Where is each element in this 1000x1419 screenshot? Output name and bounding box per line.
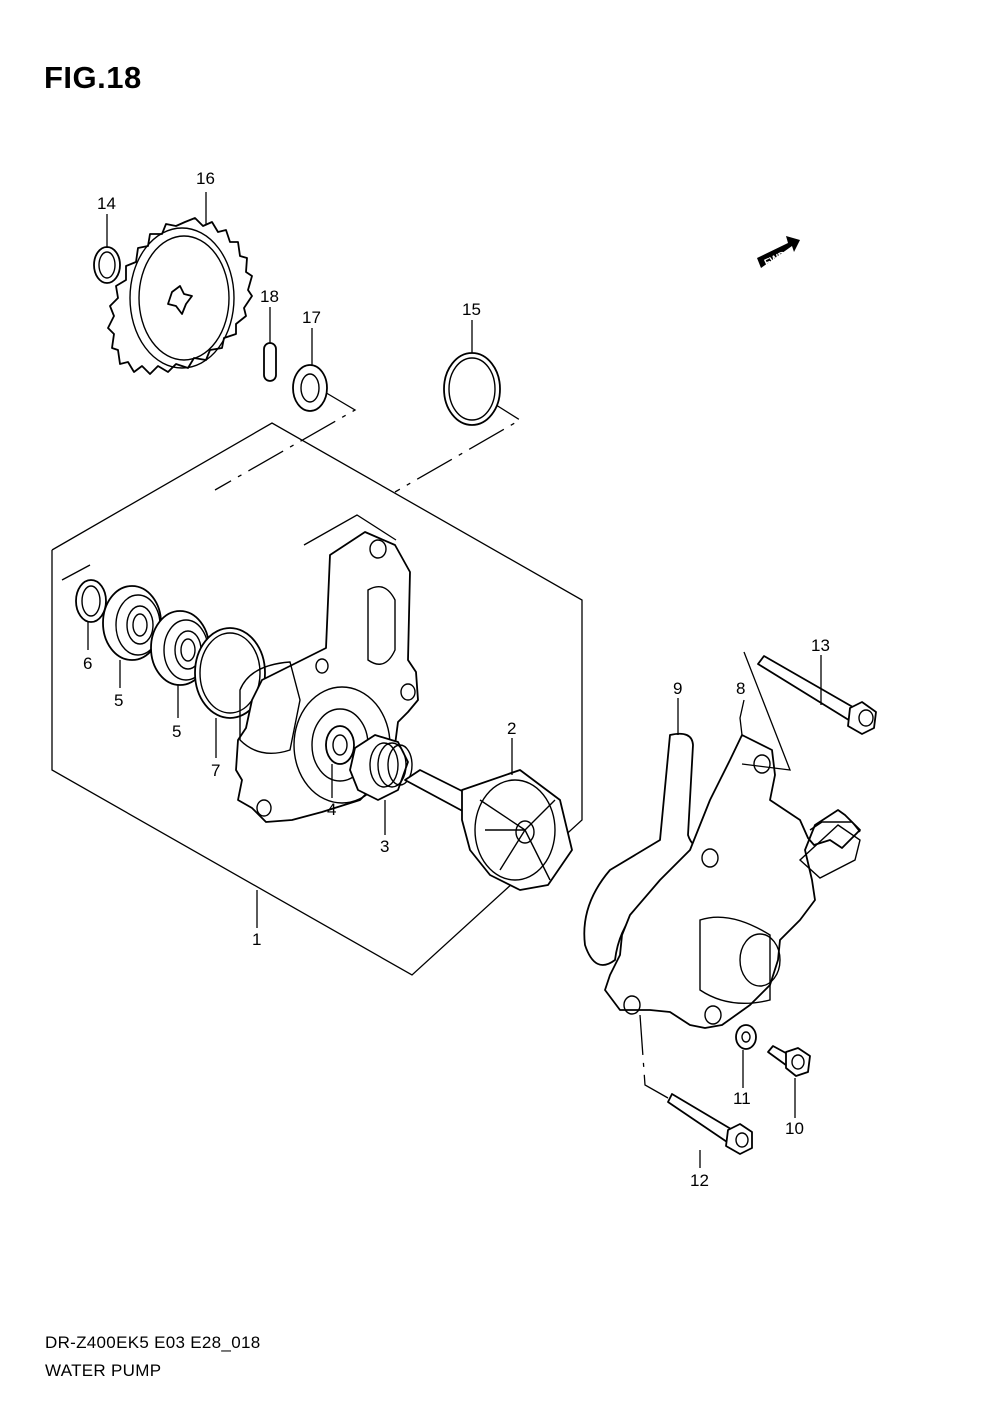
callout-10: 10 — [785, 1119, 804, 1138]
callout-leaders — [87, 192, 822, 1168]
assembly-1-bracket — [303, 514, 397, 546]
pin-18 — [263, 342, 277, 382]
callout-18: 18 — [260, 287, 279, 306]
callout-15: 14 — [97, 194, 116, 213]
callout-5b: 5 — [172, 722, 181, 741]
callout-5a: 5 — [114, 691, 123, 710]
seal-4 — [325, 725, 355, 765]
callout-7: 7 — [211, 761, 220, 780]
fwd-label: FWD — [763, 250, 788, 270]
callout-12: 12 — [690, 1171, 709, 1190]
callout-17: 17 — [302, 308, 321, 327]
assembly-1-frame — [51, 422, 583, 976]
callout-2: 2 — [507, 719, 516, 738]
callout-4: 4 — [327, 800, 336, 819]
leader-12 — [639, 1014, 669, 1099]
o-ring-7 — [194, 627, 266, 719]
diagram-code: DR-Z400EK5 E03 E28_018 — [45, 1333, 261, 1352]
seal-3 — [349, 734, 413, 801]
fwd-arrow-icon: FWD — [757, 236, 800, 269]
callout-13: 13 — [811, 636, 830, 655]
callout-8: 8 — [736, 679, 745, 698]
pump-cover-8 — [604, 734, 861, 1029]
camshaft-gear — [107, 217, 253, 375]
bolt-13 — [757, 655, 877, 735]
leader-13 — [741, 651, 792, 771]
callout-11: 11 — [733, 1089, 751, 1108]
callout-16: 16 — [196, 169, 215, 188]
circlip-15 — [93, 246, 121, 284]
callout-3: 3 — [380, 837, 389, 856]
o-ring-14 — [443, 352, 501, 426]
leader-8 — [739, 699, 745, 736]
callout-1: 1 — [252, 930, 261, 949]
callout-14: 15 — [462, 300, 481, 319]
figure-title: FIG.18 — [44, 60, 142, 95]
circlip-6 — [75, 579, 107, 623]
bolt-12 — [667, 1093, 753, 1155]
bolt-10 — [767, 1045, 811, 1077]
washer-11 — [735, 1024, 757, 1050]
diagram-name: WATER PUMP — [45, 1361, 162, 1380]
callout-9: 9 — [673, 679, 682, 698]
washer-17 — [292, 364, 328, 412]
leader-17 — [214, 390, 357, 491]
callout-6: 6 — [83, 654, 92, 673]
impeller-2 — [404, 769, 573, 891]
